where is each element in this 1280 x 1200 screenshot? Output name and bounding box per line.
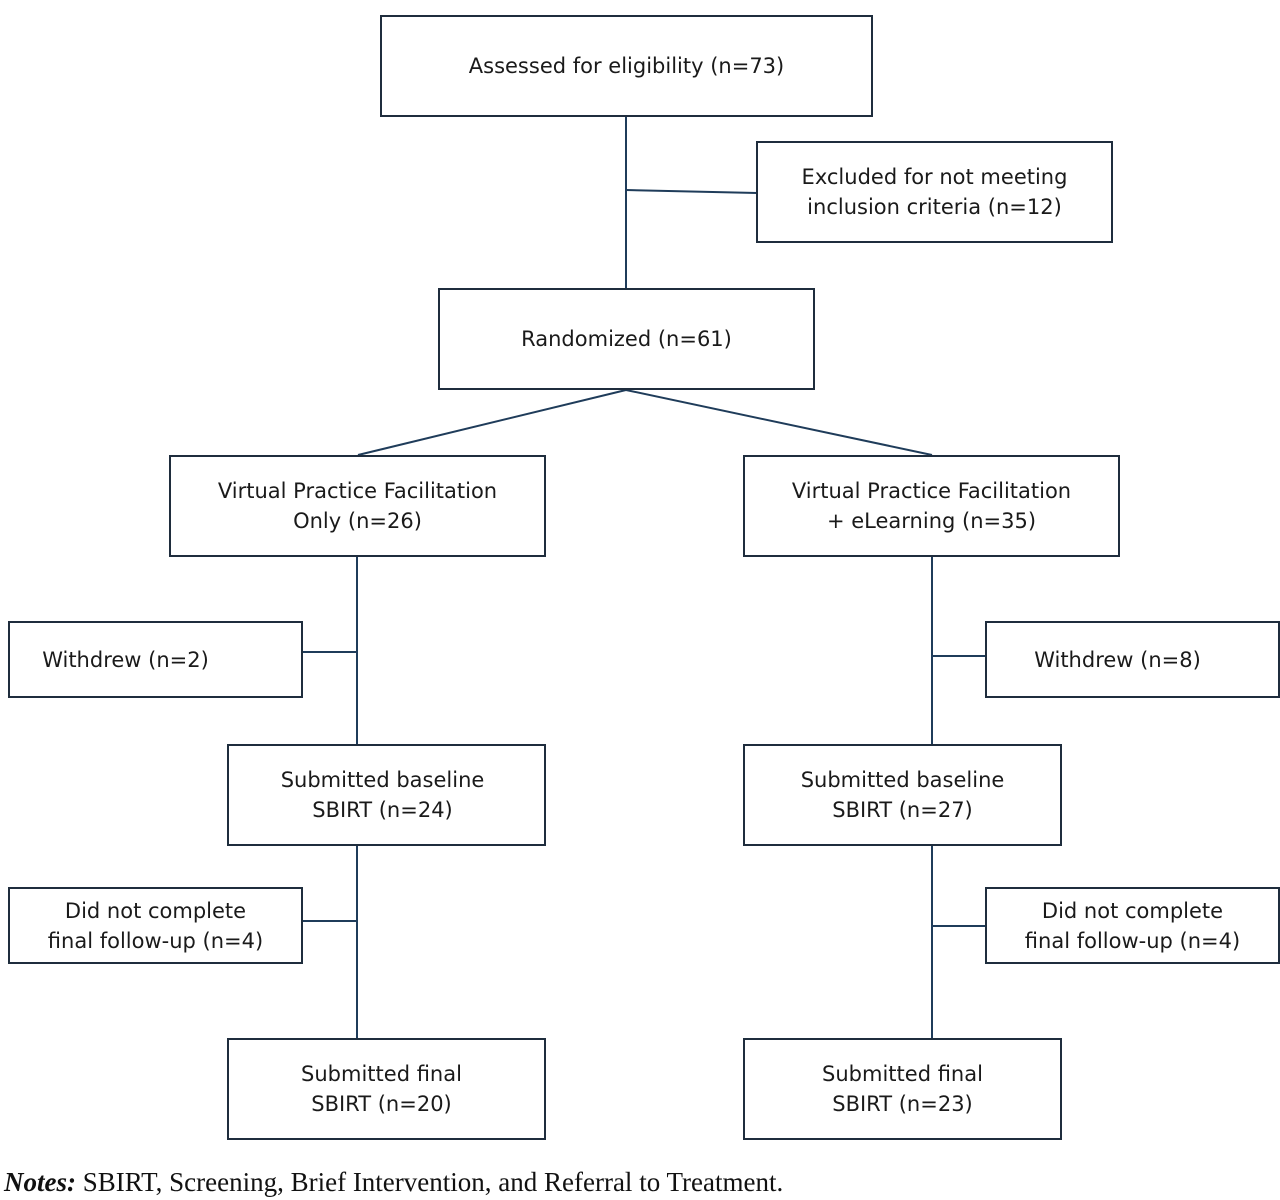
nofollow-right-line-2: final follow-up (n=4) bbox=[1024, 928, 1241, 953]
arm-left-line-2: Only (n=26) bbox=[293, 509, 422, 533]
nofollow-right-line-1: Did not complete bbox=[1041, 898, 1224, 923]
withdrew-right-line-1: Withdrew (n=8) bbox=[1034, 647, 1201, 672]
arm-right-box: Virtual Practice Facilitation + eLearnin… bbox=[743, 455, 1120, 557]
final-right-line-2: SBIRT (n=23) bbox=[832, 1092, 973, 1116]
nofollow-left-box: Did not complete final follow-up (n=4) bbox=[8, 887, 303, 964]
randomized-line-1: Randomized (n=61) bbox=[521, 327, 732, 351]
final-right-line-1: Submitted final bbox=[822, 1062, 983, 1086]
baseline-left-line-2: SBIRT (n=24) bbox=[312, 798, 453, 822]
withdrew-left-line-1: Withdrew (n=2) bbox=[42, 647, 209, 672]
excluded-box: Excluded for not meeting inclusion crite… bbox=[756, 141, 1113, 243]
baseline-left-box: Submitted baseline SBIRT (n=24) bbox=[227, 744, 546, 846]
randomized-box: Randomized (n=61) bbox=[438, 288, 815, 390]
final-left-line-2: SBIRT (n=20) bbox=[311, 1092, 452, 1116]
excluded-line-2: inclusion criteria (n=12) bbox=[807, 195, 1062, 219]
excluded-line-1: Excluded for not meeting bbox=[801, 165, 1068, 189]
arm-right-line-2: + eLearning (n=35) bbox=[826, 509, 1037, 533]
figure-notes: Notes: SBIRT, Screening, Brief Intervent… bbox=[4, 1167, 783, 1198]
arm-left-line-1: Virtual Practice Facilitation bbox=[217, 479, 498, 503]
baseline-left-line-1: Submitted baseline bbox=[280, 768, 485, 792]
nofollow-right-box: Did not complete final follow-up (n=4) bbox=[985, 887, 1280, 964]
assessed-line-1: Assessed for eligibility (n=73) bbox=[468, 54, 785, 78]
arm-left-box: Virtual Practice Facilitation Only (n=26… bbox=[169, 455, 546, 557]
notes-text: SBIRT, Screening, Brief Intervention, an… bbox=[75, 1167, 784, 1197]
connector-randomized-right bbox=[625, 389, 933, 456]
nofollow-left-line-2: final follow-up (n=4) bbox=[47, 928, 264, 953]
baseline-right-box: Submitted baseline SBIRT (n=27) bbox=[743, 744, 1062, 846]
arm-right-line-1: Virtual Practice Facilitation bbox=[791, 479, 1072, 503]
assessed-box: Assessed for eligibility (n=73) bbox=[380, 15, 873, 117]
withdrew-left-box: Withdrew (n=2) bbox=[8, 621, 303, 698]
final-left-box: Submitted final SBIRT (n=20) bbox=[227, 1038, 546, 1140]
connector-excluded-branch bbox=[625, 189, 758, 194]
notes-label: Notes: bbox=[4, 1167, 76, 1197]
nofollow-left-line-1: Did not complete bbox=[64, 898, 247, 923]
withdrew-right-box: Withdrew (n=8) bbox=[985, 621, 1280, 698]
connector-randomized-left bbox=[357, 389, 627, 456]
final-right-box: Submitted final SBIRT (n=23) bbox=[743, 1038, 1062, 1140]
baseline-right-line-1: Submitted baseline bbox=[800, 768, 1005, 792]
baseline-right-line-2: SBIRT (n=27) bbox=[832, 798, 973, 822]
final-left-line-1: Submitted final bbox=[301, 1062, 462, 1086]
